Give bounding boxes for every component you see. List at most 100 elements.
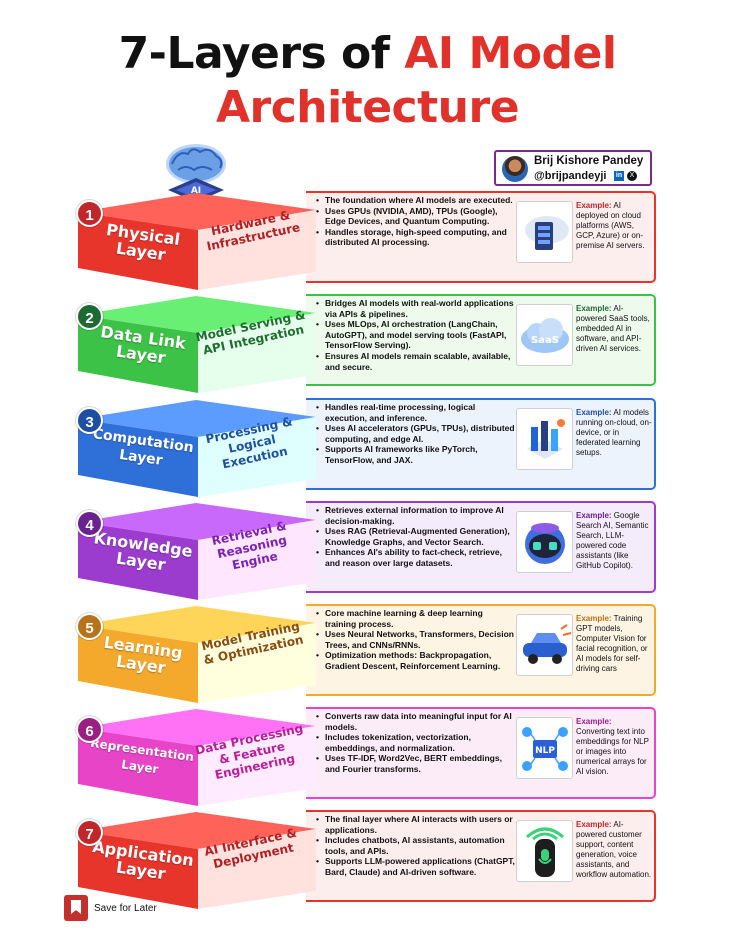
block-side-tint [198,313,316,393]
block-front-face [78,522,198,600]
example-value: Training GPT models, Computer Vision for… [576,614,648,673]
saas-cloud-icon: SaaS [516,304,573,366]
example-value: AI-powered SaaS tools, embedded AI in so… [576,304,650,353]
bullet-item: The final layer where AI interacts with … [316,814,516,835]
example-label: Example: [576,820,612,829]
example-label: Example: [576,614,612,623]
self-driving-car-icon [516,614,573,676]
bullet-item: Core machine learning & deep learning tr… [316,608,516,629]
bullet-item: Handles real-time processing, logical ex… [316,402,516,423]
layer-number-badge: 4 [76,510,103,537]
ai-brain-chip-icon: AI [166,144,226,202]
layer-description-box: Retrieves external information to improv… [306,501,656,593]
layer-number-badge: 5 [76,613,103,640]
bullet-item: Converts raw data into meaningful input … [316,711,516,732]
block-front-face [78,728,198,806]
layer-number-badge: 3 [76,407,103,434]
example-value: AI models running on-cloud, on-device, o… [576,408,652,457]
bullet-item: Uses TF-IDF, Word2Vec, BERT embeddings, … [316,753,516,774]
layer-3: Handles real-time processing, logical ex… [0,397,735,497]
bullet-item: Uses MLOps, AI orchestration (LangChain,… [316,319,516,351]
layer-6: Converts raw data into meaningful input … [0,706,735,806]
layer-block [78,400,316,497]
bullet-item: Includes chatbots, AI assistants, automa… [316,835,516,856]
bullet-item: Optimization methods: Backpropagation, G… [316,650,516,671]
layer-description-box: Core machine learning & deep learning tr… [306,604,656,696]
bullet-item: Uses GPUs (NVIDIA, AMD), TPUs (Google), … [316,206,516,227]
x-icon[interactable]: X [627,171,637,181]
block-top-face [78,193,316,230]
example-text: Example: Google Search AI, Semantic Sear… [576,511,652,571]
example-value: Google Search AI, Semantic Search, LLM-p… [576,511,649,570]
author-handle: @brijpandeyji [534,170,607,182]
svg-text:SaaS: SaaS [531,335,559,346]
example-text: Example: Converting text into embeddings… [576,717,652,777]
block-side-tint [198,417,316,497]
example-text: Example: AI deployed on cloud platforms … [576,201,652,251]
example-label: Example: [576,304,612,313]
linkedin-icon[interactable]: in [614,171,624,181]
block-side-tint [198,829,316,909]
bullet-item: The foundation where AI models are execu… [316,195,516,206]
bullet-list: Handles real-time processing, logical ex… [316,402,516,466]
example-text: Example: Training GPT models, Computer V… [576,614,652,674]
bullet-item: Enhances AI's ability to fact-check, ret… [316,547,516,568]
copilot-icon [516,511,573,573]
avatar [502,156,528,182]
block-front-face [78,315,198,393]
bullet-item: Uses RAG (Retrieval-Augmented Generation… [316,526,516,547]
bullet-item: Ensures AI models remain scalable, avail… [316,351,516,372]
example-text: Example: AI-powered customer support, co… [576,820,652,880]
layer-number-badge: 1 [76,200,103,227]
example-label: Example: [576,201,612,210]
layer-2: Bridges AI models with real-world applic… [0,293,735,393]
svg-text:AI: AI [191,186,201,196]
bullet-list: Core machine learning & deep learning tr… [316,608,516,672]
layer-number-badge: 6 [76,716,103,743]
cloud-server-icon [516,201,573,263]
layer-block [78,503,316,600]
example-value: AI-powered customer support, content gen… [576,820,652,879]
example-text: Example: AI-powered SaaS tools, embedded… [576,304,652,354]
save-label: Save for Later [94,902,157,914]
bullet-item: Retrieves external information to improv… [316,505,516,526]
bookmark-icon [64,895,88,921]
block-side-tint [198,726,316,806]
title-part-2: AI Model [404,28,617,79]
nlp-icon: NLP [516,717,573,779]
block-top-face [78,296,316,333]
block-top-face [78,606,316,643]
bullet-item: Bridges AI models with real-world applic… [316,298,516,319]
block-top-face [78,503,316,540]
layer-block [78,606,316,703]
bullet-item: Uses AI accelerators (GPUs, TPUs), distr… [316,423,516,444]
bullet-item: Includes tokenization, vectorization, em… [316,732,516,753]
layer-1: The foundation where AI models are execu… [0,190,735,290]
example-value: Converting text into embeddings for NLP … [576,727,649,776]
bullet-list: The foundation where AI models are execu… [316,195,516,248]
title-line-2: Architecture [215,82,520,133]
bullet-list: The final layer where AI interacts with … [316,814,516,878]
author-card[interactable]: Brij Kishore Pandey @brijpandeyji in X [494,150,652,186]
layer-block [78,812,316,909]
layer-number-badge: 7 [76,819,103,846]
title-part-1: 7-Layers of [118,28,405,79]
layer-block [78,709,316,806]
example-label: Example: [576,717,612,726]
layer-7: The final layer where AI interacts with … [0,809,735,909]
block-front-face [78,419,198,497]
layer-number-badge: 2 [76,303,103,330]
block-side-tint [198,520,316,600]
title-line-1: 7-Layers of AI Model [0,30,735,78]
bullet-list: Converts raw data into meaningful input … [316,711,516,775]
svg-text:NLP: NLP [535,746,555,756]
example-value: AI deployed on cloud platforms (AWS, GCP… [576,201,645,250]
block-side-tint [198,210,316,290]
block-front-face [78,625,198,703]
example-text: Example: AI models running on-cloud, on-… [576,408,652,458]
layer-description-box: Handles real-time processing, logical ex… [306,398,656,490]
bullet-list: Bridges AI models with real-world applic… [316,298,516,372]
layer-block [78,296,316,393]
save-for-later-button[interactable]: Save for Later [64,895,157,921]
bullet-item: Supports AI frameworks like PyTorch, Ten… [316,444,516,465]
